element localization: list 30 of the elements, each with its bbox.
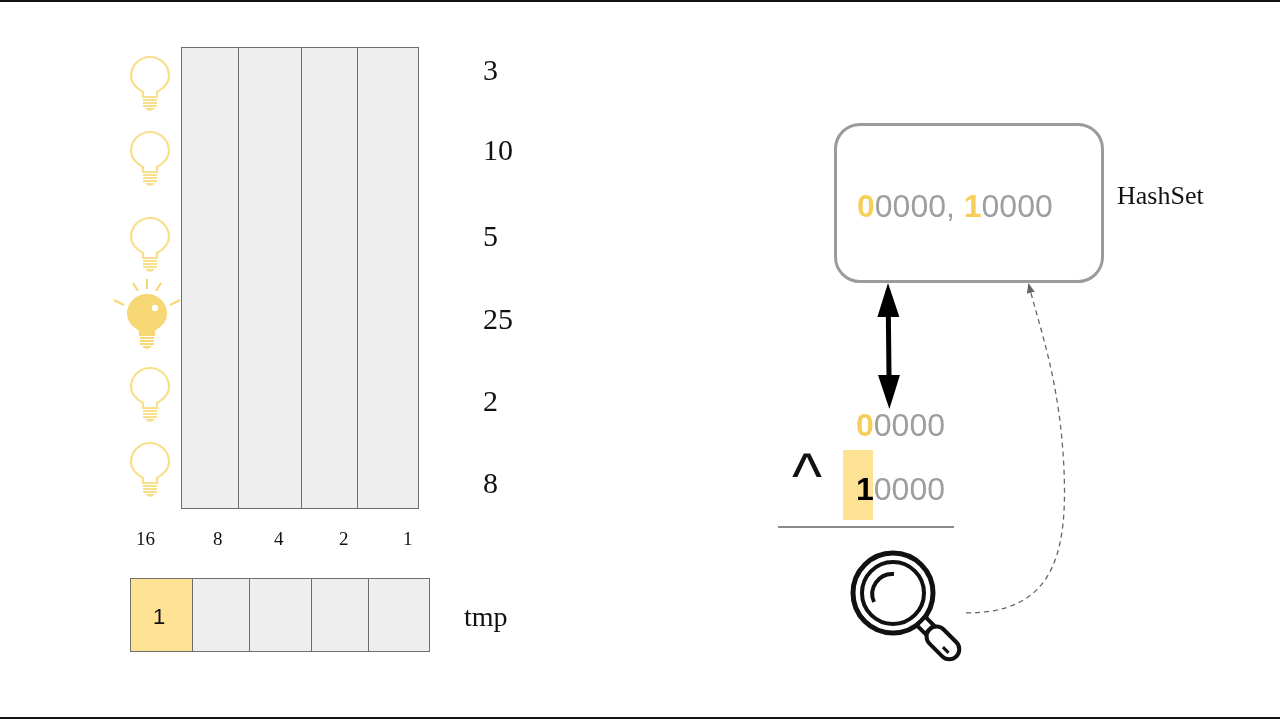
bit-weight: 8 — [213, 529, 223, 548]
bit-value: 1 — [153, 606, 166, 628]
double-arrow — [877, 283, 900, 409]
number: 25 — [483, 304, 513, 334]
number: 5 — [483, 221, 498, 251]
bit-weight: 1 — [403, 529, 413, 548]
bit-strings: 00000, 10000 — [857, 190, 1053, 222]
xor-operator: ^ — [792, 444, 823, 508]
bit-column — [181, 47, 239, 509]
bit-weight: 2 — [339, 529, 349, 548]
bit-weight: 16 — [136, 529, 155, 548]
bit-weight: 4 — [274, 529, 284, 548]
set-label: HashSet — [1117, 183, 1204, 209]
bit-column — [238, 47, 302, 509]
bit-cell — [311, 578, 369, 652]
number: 2 — [483, 386, 498, 416]
bit-string: 00000 — [856, 409, 945, 441]
bit-string: 10000 — [856, 473, 945, 505]
number: 10 — [483, 135, 513, 165]
bit-column — [357, 47, 419, 509]
rounded-box — [834, 123, 1104, 283]
variable-name: tmp — [464, 603, 508, 631]
number: 3 — [483, 55, 498, 85]
number: 8 — [483, 468, 498, 498]
bit-cell — [249, 578, 312, 652]
bit-cell — [192, 578, 250, 652]
dashed-arrow — [965, 282, 1066, 614]
bit-column — [301, 47, 358, 509]
highlighted-bit-cell — [130, 578, 193, 652]
bit-cell — [368, 578, 430, 652]
